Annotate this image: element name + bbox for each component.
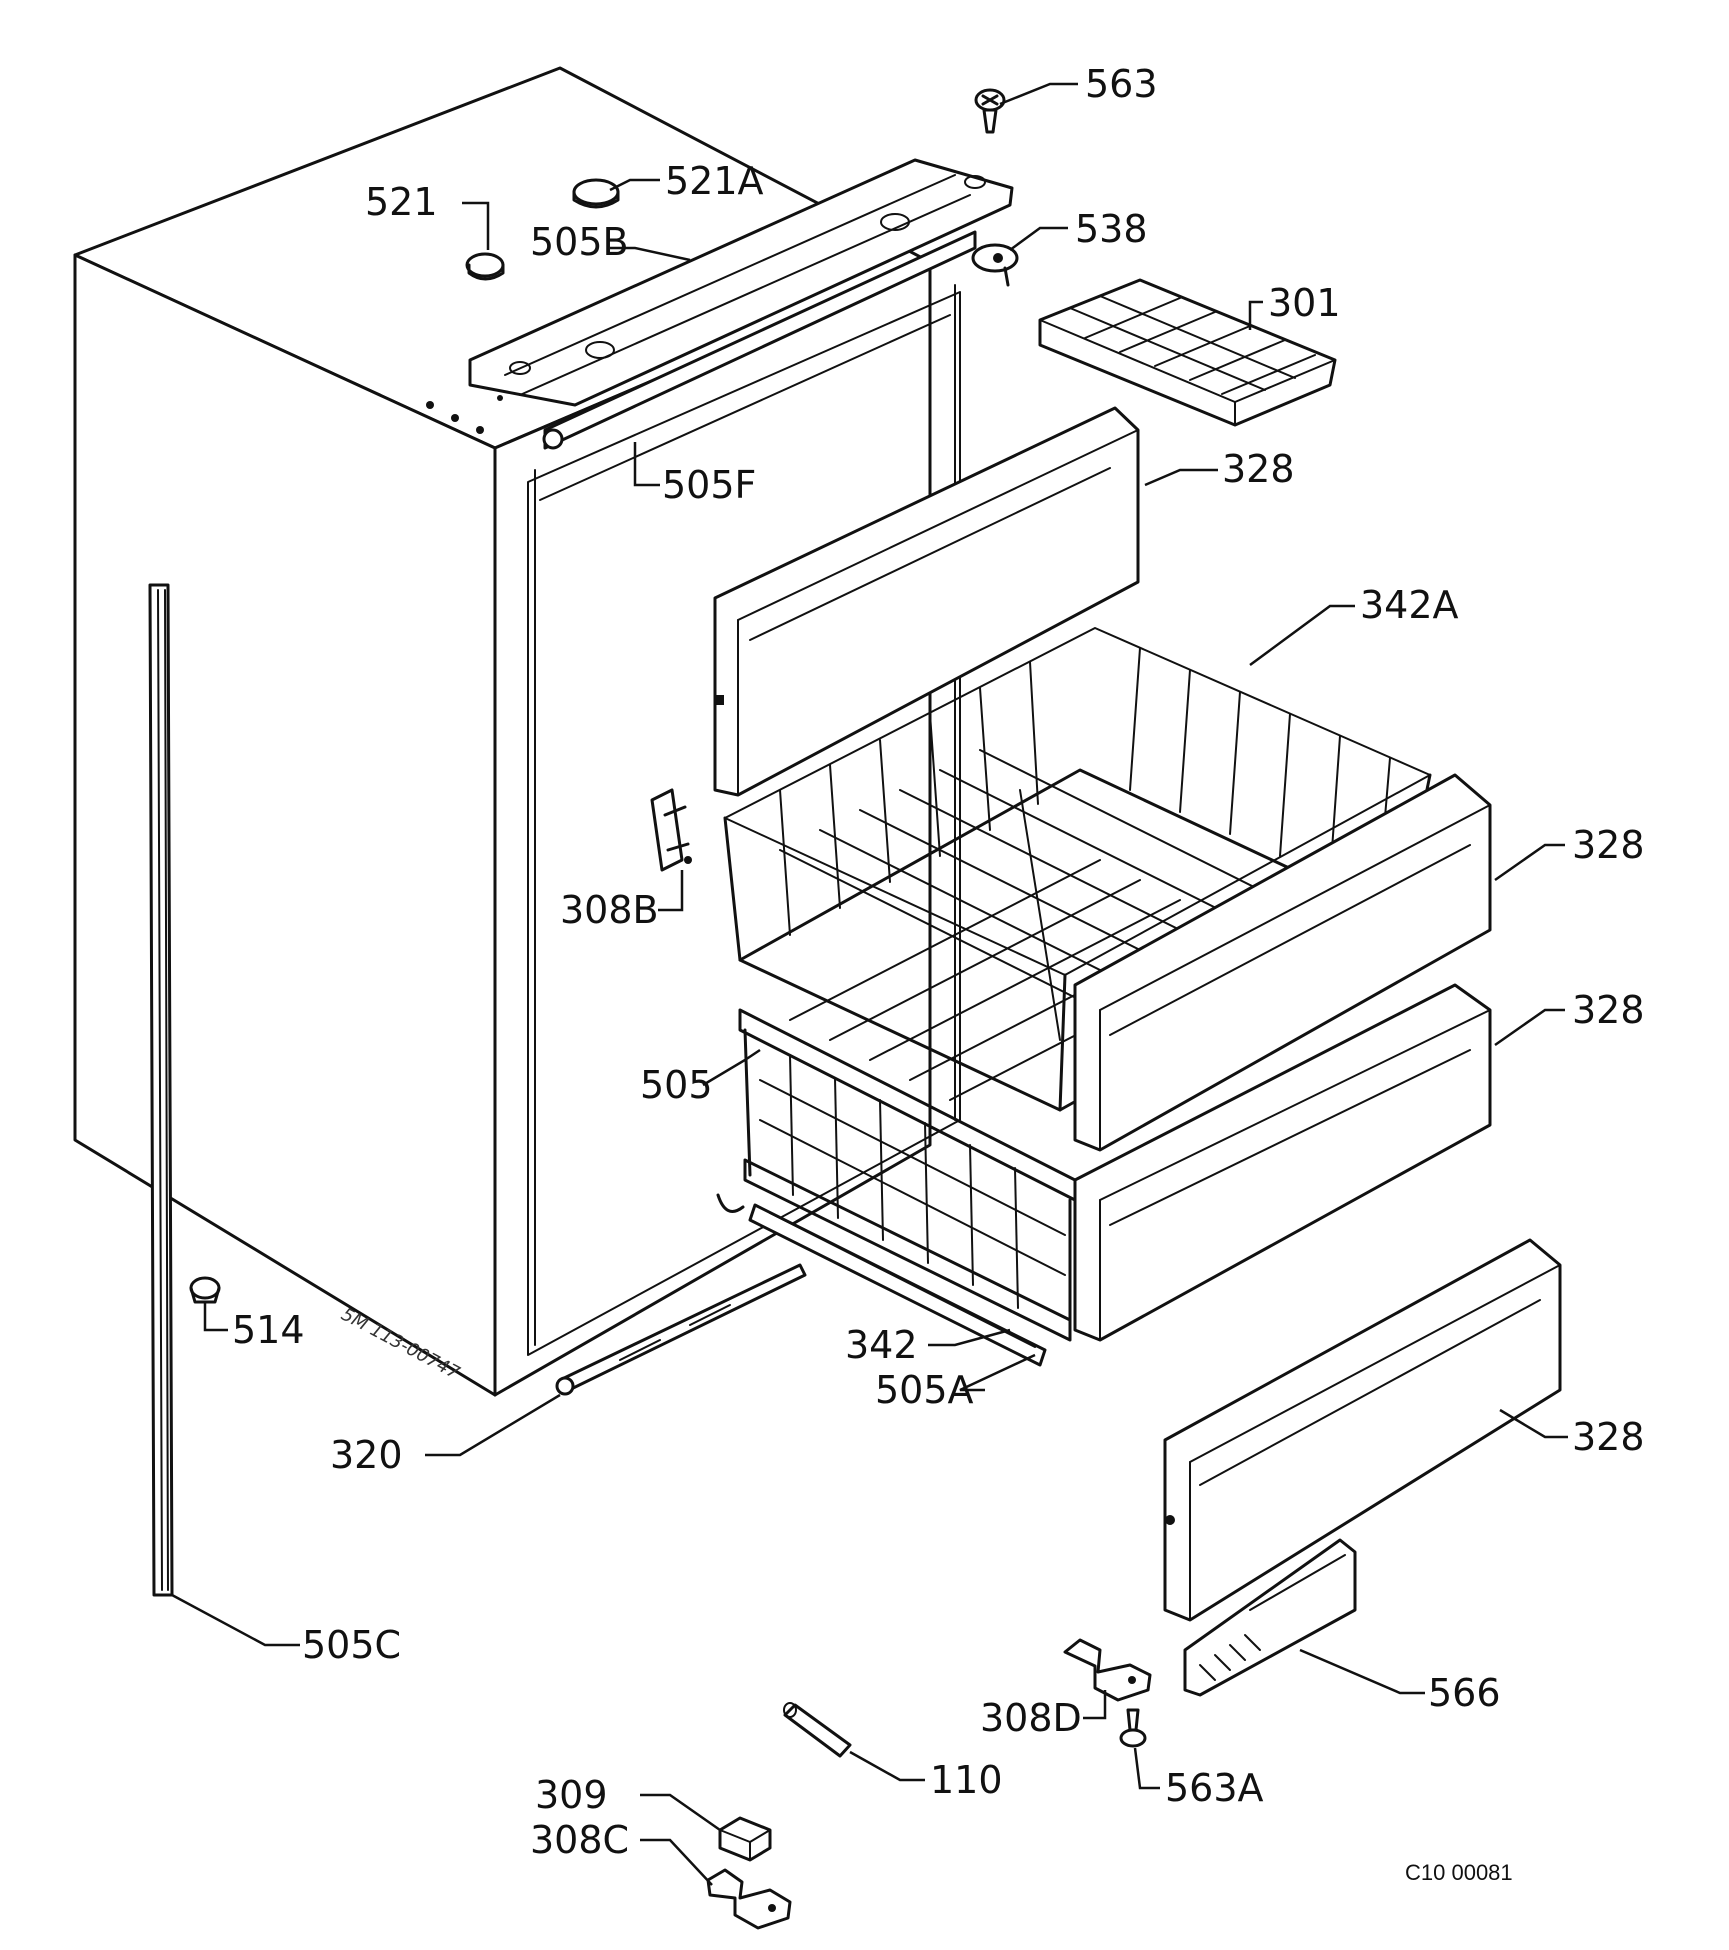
handle-566	[1183, 1538, 1357, 1697]
top-profile-505f	[542, 230, 977, 450]
ice-tray-301	[1038, 278, 1337, 427]
label-505b: 505B	[530, 220, 629, 264]
label-521: 521	[365, 180, 438, 224]
foot-514	[189, 1276, 221, 1304]
runner-320	[555, 1263, 807, 1396]
front-panel-328-upper	[1073, 773, 1492, 1152]
screw-563a	[1119, 1708, 1147, 1748]
label-301: 301	[1268, 281, 1341, 325]
label-505c: 505C	[302, 1623, 401, 1667]
part-labels: 563 521A 521 505B 538 301 505F 328 342A …	[232, 62, 1645, 1862]
cap-309	[718, 1816, 772, 1862]
front-panel-328-top	[713, 406, 1140, 797]
label-308c: 308C	[530, 1818, 629, 1862]
label-110: 110	[930, 1758, 1003, 1802]
label-308b: 308B	[560, 888, 659, 932]
lower-basket-342	[738, 1008, 1077, 1342]
label-514: 514	[232, 1308, 305, 1352]
label-566: 566	[1428, 1671, 1501, 1715]
label-342: 342	[845, 1323, 918, 1367]
label-308d: 308D	[980, 1696, 1082, 1740]
label-328-bottom: 328	[1572, 1415, 1645, 1459]
label-563a: 563A	[1165, 1766, 1264, 1810]
label-563: 563	[1085, 62, 1158, 106]
front-panel-328-bottom	[1163, 1238, 1562, 1622]
label-505a: 505A	[875, 1368, 974, 1412]
label-328-top: 328	[1222, 447, 1295, 491]
hinge-308c	[706, 1868, 792, 1930]
plug-521	[465, 252, 505, 281]
hinge-308d	[1063, 1638, 1152, 1702]
label-521a: 521A	[665, 159, 764, 203]
label-309: 309	[535, 1773, 608, 1817]
leader-lines	[171, 82, 1568, 1886]
door-seal-strip-505c	[148, 583, 174, 1597]
label-505: 505	[640, 1063, 713, 1107]
top-bracket-505b	[468, 158, 1014, 407]
hinge-538	[971, 243, 1019, 287]
pin-110	[783, 1702, 852, 1758]
label-342a: 342A	[1360, 583, 1459, 627]
label-328-upper: 328	[1572, 823, 1645, 867]
screw-563	[974, 88, 1006, 134]
plug-521a	[572, 178, 620, 209]
label-328-lower: 328	[1572, 988, 1645, 1032]
label-320: 320	[330, 1433, 403, 1477]
hinge-308b	[650, 788, 692, 872]
drawing-code: C10 00081	[1405, 1860, 1513, 1885]
front-panel-328-lower	[1073, 983, 1492, 1342]
label-538: 538	[1075, 207, 1148, 251]
label-505f: 505F	[662, 463, 756, 507]
bottom-rail-505a	[748, 1203, 1047, 1367]
